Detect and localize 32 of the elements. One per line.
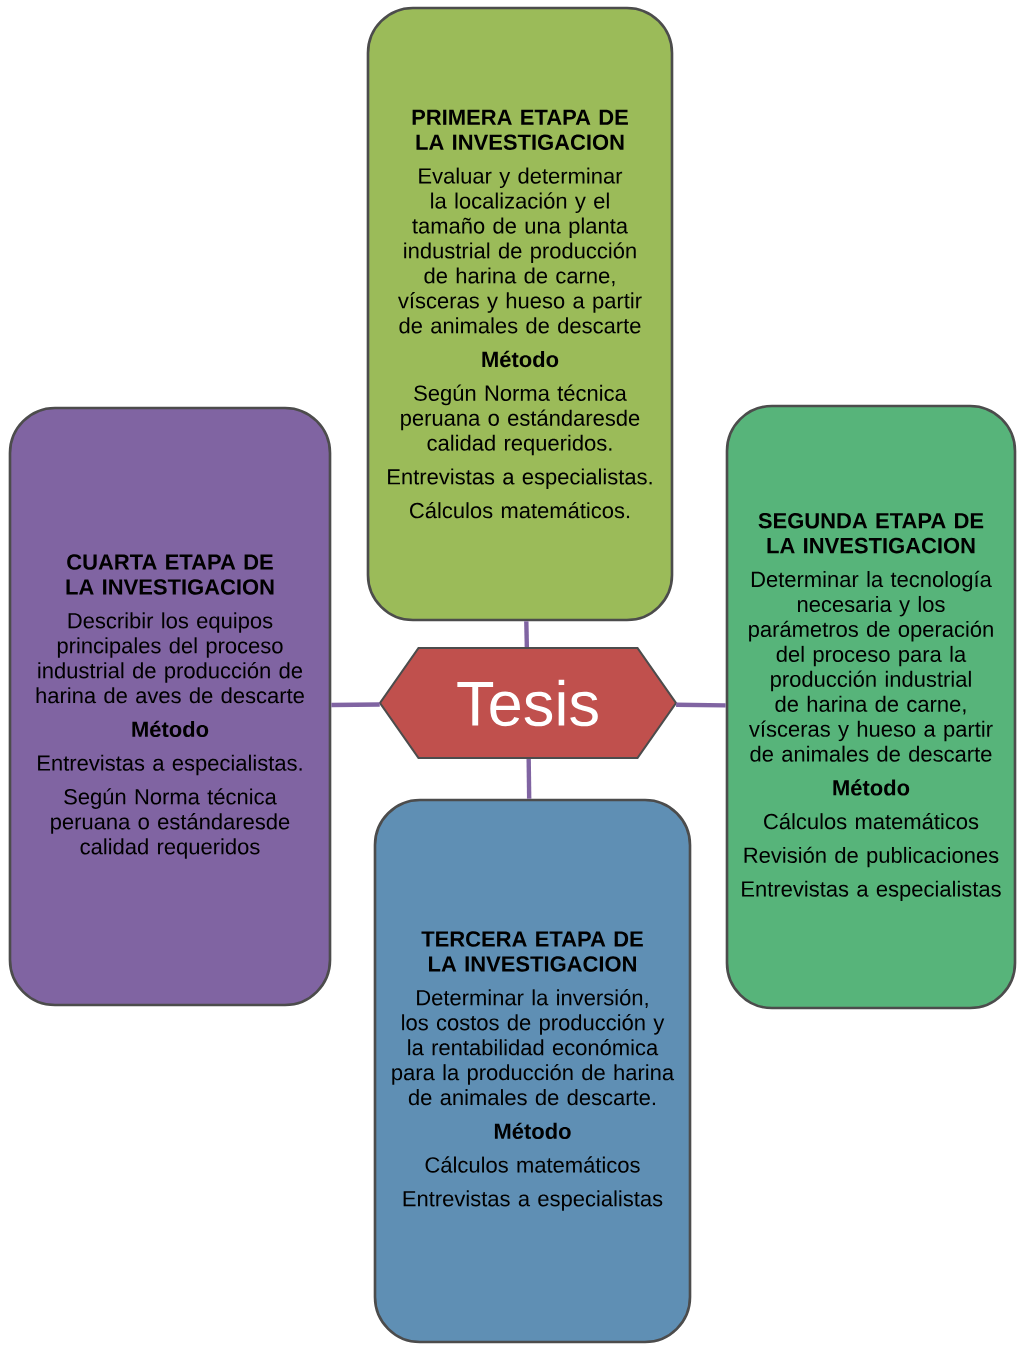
hexagon bbox=[378, 646, 678, 760]
stage-description: Describir los equipos principales del proceso industrial de producción de harina de aves de descarte bbox=[36, 612, 304, 704]
method-heading: Método bbox=[132, 720, 209, 738]
stage-box bbox=[366, 6, 674, 622]
stage-description: Determinar la tecnología necesaria y los parámetros de operación del proceso para la producción industrial de harina de carne, vísceras y hueso a partir de animales de descarte bbox=[749, 570, 993, 762]
method-item: Entrevistas a especialistas. bbox=[38, 754, 302, 776]
connector-line bbox=[331, 702, 380, 708]
connector-line bbox=[676, 702, 726, 708]
stage-heading: CUARTA ETAPA DE LA INVESTIGACION bbox=[66, 554, 274, 595]
method-item: Cálculos matemáticos bbox=[425, 1156, 640, 1173]
method-heading: Método bbox=[482, 350, 559, 368]
method-item: Revisión de publicaciones bbox=[744, 846, 999, 868]
stage-box bbox=[8, 406, 332, 1007]
method-item: Entrevistas a especialistas bbox=[403, 1190, 663, 1211]
stage-description: Determinar la inversión, los costos de producción y la rentabilidad económica para la producción de harina de animales de descarte. bbox=[392, 989, 675, 1106]
connector-line bbox=[524, 621, 530, 647]
stage-heading: TERCERA ETAPA DE LA INVESTIGACION bbox=[421, 931, 643, 972]
title: Tesis bbox=[457, 679, 598, 727]
method-heading: Método bbox=[833, 779, 910, 796]
method-item: Cálculos matemáticos bbox=[764, 812, 979, 830]
method-item: Cálculos matemáticos. bbox=[410, 501, 630, 519]
method-item: Entrevistas a especialistas bbox=[742, 880, 1001, 902]
connector-line bbox=[526, 759, 532, 799]
stage-heading: SEGUNDA ETAPA DE LA INVESTIGACION bbox=[758, 512, 984, 554]
method-heading: Método bbox=[494, 1122, 571, 1139]
stage-heading: PRIMERA ETAPA DE LA INVESTIGACION bbox=[412, 109, 628, 150]
method-item: Entrevistas a especialistas. bbox=[388, 468, 652, 489]
method-item: Según Norma técnica peruana o estándaresde calidad requeridos. bbox=[401, 384, 640, 456]
stage-box bbox=[373, 798, 692, 1344]
stage-box bbox=[725, 404, 1017, 1010]
method-item: Según Norma técnica peruana o estándaresde calidad requeridos bbox=[51, 788, 290, 859]
stage-description: Evaluar y determinar la localización y el tamaño de una planta industrial de producción de harina de carne, vísceras y hueso a partir de animales de descarte bbox=[398, 167, 642, 334]
